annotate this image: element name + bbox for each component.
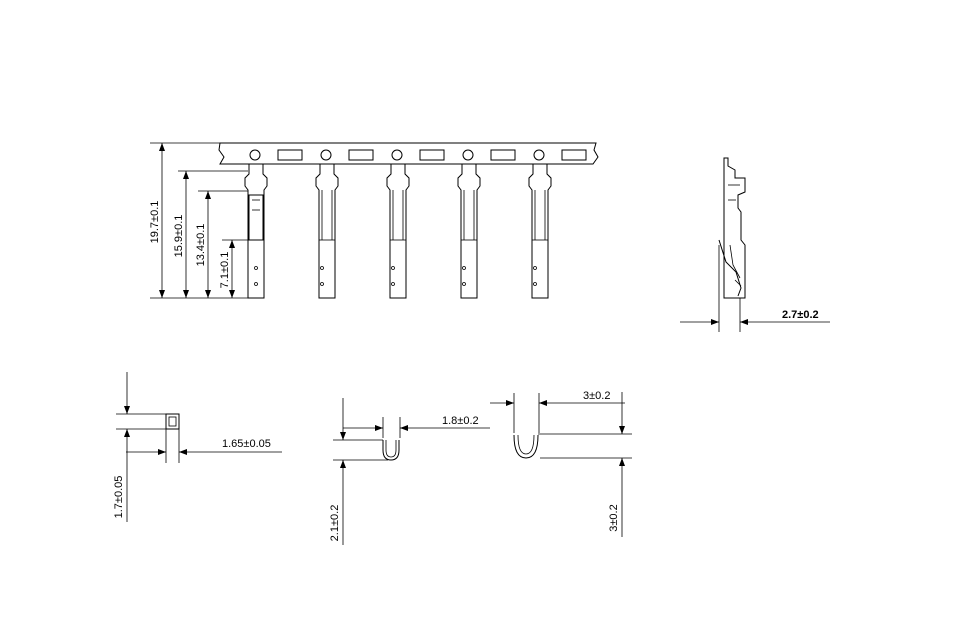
terminal-strip-front-view [218, 142, 599, 165]
dim-u-small-height: 2.1±0.2 [329, 505, 341, 542]
dim-height-overall: 19.7±0.1 [149, 201, 161, 244]
terminal-pin [528, 164, 552, 299]
terminal-side-view: 2.7±0.2 [680, 157, 830, 332]
terminal-pin [386, 164, 410, 299]
small-u-crimp-view: 1.8±0.2 2.1±0.2 [329, 398, 490, 545]
dim-height-2: 15.9±0.1 [173, 215, 185, 258]
terminal-pin [457, 164, 481, 299]
dim-u-large-width: 3±0.2 [583, 390, 610, 402]
large-u-crimp-view: 3±0.2 3±0.2 [490, 390, 632, 537]
dim-height-4: 7.1±0.1 [219, 252, 231, 289]
cross-section-view: 1.7±0.05 1.65±0.05 [113, 372, 282, 522]
dim-u-small-width: 1.8±0.2 [442, 415, 479, 427]
dim-u-large-height: 3±0.2 [608, 504, 620, 531]
front-view-dimensions: 19.7±0.1 15.9±0.1 13.4±0.1 7.1±0.1 [149, 142, 248, 299]
terminal-pin [315, 164, 339, 299]
dim-section-width: 1.65±0.05 [222, 438, 271, 450]
dim-height-3: 13.4±0.1 [195, 224, 207, 267]
dim-side-thickness: 2.7±0.2 [782, 309, 819, 321]
dim-section-height: 1.7±0.05 [113, 476, 125, 519]
terminal-pin [244, 164, 268, 299]
terminal-pins [244, 164, 552, 299]
